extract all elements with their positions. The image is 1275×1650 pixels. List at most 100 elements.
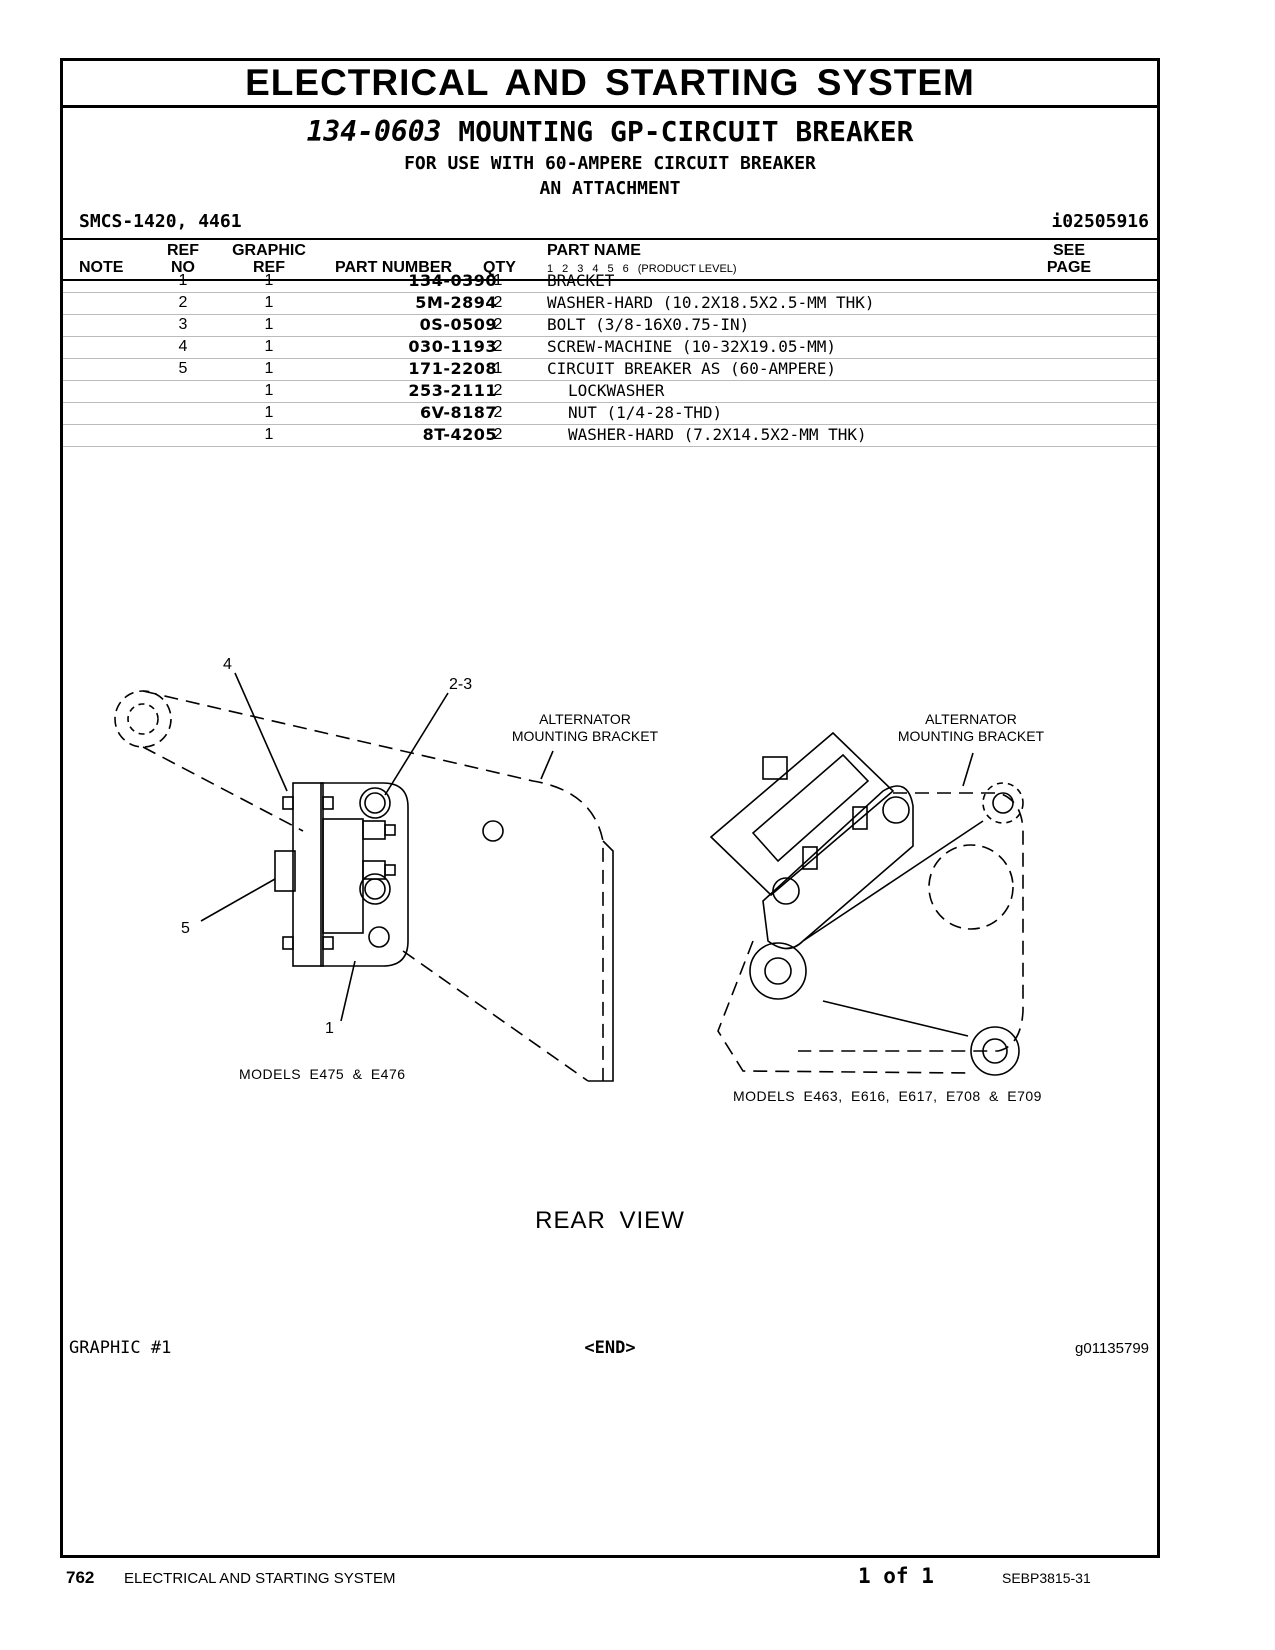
screw-head-1 bbox=[282, 796, 294, 810]
col-graphic-2: REF bbox=[253, 259, 285, 276]
row-graphic-ref: 1 bbox=[264, 294, 274, 311]
row-ref: 4 bbox=[178, 338, 188, 355]
row-part-name: WASHER-HARD (10.2X18.5X2.5-MM THK) bbox=[547, 293, 875, 312]
right-mounting-plate bbox=[762, 785, 914, 950]
breaker-body bbox=[322, 818, 364, 934]
row-qty: 1 bbox=[493, 272, 503, 289]
table-row: 1 6V-8187 2 NUT (1/4-28-THD) bbox=[63, 402, 1157, 425]
footer-doc-number: SEBP3815-31 bbox=[1002, 1570, 1091, 1586]
right-breaker-flange bbox=[709, 731, 895, 897]
right-breaker-body bbox=[751, 753, 870, 863]
row-qty: 2 bbox=[493, 426, 503, 443]
leader-4 bbox=[234, 672, 288, 792]
info-id: i02505916 bbox=[1051, 211, 1149, 232]
bolt-lower bbox=[359, 873, 391, 905]
row-part-number: 0S-0509 bbox=[419, 315, 497, 334]
label-right-bracket-line2: MOUNTING BRACKET bbox=[898, 728, 1045, 744]
product-level-1: 1 bbox=[547, 263, 554, 275]
breaker-terminal bbox=[274, 850, 296, 892]
screw-nut-2 bbox=[322, 936, 334, 950]
bracket-hole bbox=[482, 820, 504, 842]
table-row: 4 1 030-1193 2 SCREW-MACHINE (10-32X19.0… bbox=[63, 336, 1157, 359]
callout-5: 5 bbox=[181, 920, 190, 937]
leader-right-bracket bbox=[962, 752, 974, 787]
right-stud-1 bbox=[802, 846, 818, 870]
row-ref: 3 bbox=[178, 316, 188, 333]
row-qty: 2 bbox=[493, 338, 503, 355]
row-part-number: 8T-4205 bbox=[422, 425, 497, 444]
leader-left-bracket bbox=[540, 750, 554, 780]
table-row: 1 8T-4205 2 WASHER-HARD (7.2X14.5X2-MM T… bbox=[63, 424, 1157, 447]
right-bolt-upper bbox=[882, 796, 910, 824]
bolt-upper-head bbox=[364, 792, 386, 814]
caption-left-models: MODELS E475 & E476 bbox=[239, 1066, 406, 1082]
leader-1 bbox=[340, 960, 356, 1022]
row-graphic-ref: 1 bbox=[264, 272, 274, 289]
row-part-name: BRACKET bbox=[547, 271, 615, 290]
footer-section: ELECTRICAL AND STARTING SYSTEM bbox=[124, 1570, 396, 1587]
bracket-upper-edge bbox=[142, 690, 604, 1081]
label-left-bracket-line2: MOUNTING BRACKET bbox=[512, 728, 659, 744]
row-part-name: CIRCUIT BREAKER AS (60-AMPERE) bbox=[547, 359, 836, 378]
row-graphic-ref: 1 bbox=[264, 316, 274, 333]
bracket-side-edge bbox=[588, 840, 614, 1082]
callout-4: 4 bbox=[223, 656, 232, 673]
row-part-number: 6V-8187 bbox=[419, 403, 497, 422]
table-header-rule bbox=[63, 279, 1157, 281]
row-part-name: BOLT (3/8-16X0.75-IN) bbox=[547, 315, 750, 334]
product-level-4: 4 bbox=[592, 263, 599, 275]
end-marker: <END> bbox=[584, 1338, 636, 1358]
right-bracket-lightening-hole bbox=[928, 844, 1014, 930]
page-frame: ELECTRICAL AND STARTING SYSTEM 134-0603 … bbox=[60, 58, 1160, 1558]
col-see-1: SEE bbox=[1052, 242, 1085, 259]
table-row: 1 253-2111 2 LOCKWASHER bbox=[63, 380, 1157, 403]
right-breaker-terminal bbox=[762, 756, 788, 780]
row-ref: 2 bbox=[178, 294, 188, 311]
row-graphic-ref: 1 bbox=[264, 382, 274, 399]
bolt-lower-head bbox=[364, 878, 386, 900]
callout-2-3: 2-3 bbox=[449, 676, 472, 693]
bracket-eye-hole bbox=[127, 703, 159, 735]
smcs-code: SMCS-1420, 4461 bbox=[79, 211, 242, 232]
product-level-5: 5 bbox=[607, 263, 614, 275]
col-qty: QTY bbox=[483, 259, 516, 276]
leader-2-3 bbox=[384, 692, 449, 796]
footer-page-of: 1 of 1 bbox=[858, 1564, 934, 1588]
right-bracket-arm-lower bbox=[822, 1000, 969, 1037]
right-bracket-eye-bottom bbox=[970, 1026, 1020, 1076]
screw-head-2 bbox=[282, 936, 294, 950]
bracket-eye-outline bbox=[114, 690, 172, 748]
label-right-bracket-line1: ALTERNATOR bbox=[925, 711, 1017, 727]
row-qty: 2 bbox=[493, 316, 503, 333]
graphic-label: GRAPHIC #1 bbox=[69, 1338, 172, 1358]
subtitle-usage: FOR USE WITH 60-AMPERE CIRCUIT BREAKER bbox=[404, 153, 816, 174]
right-view-drawing bbox=[709, 731, 1024, 1076]
row-part-name: LOCKWASHER bbox=[568, 381, 665, 400]
footer-page-number: 762 bbox=[66, 1568, 95, 1587]
graphic-id: g01135799 bbox=[1075, 1340, 1149, 1357]
col-part-number: PART NUMBER bbox=[335, 259, 453, 276]
col-ref-1: REF bbox=[167, 242, 199, 259]
stud-nut-1 bbox=[362, 820, 386, 840]
right-bracket-hole-left bbox=[764, 957, 792, 985]
col-ref-2: NO bbox=[171, 259, 195, 276]
row-part-name: WASHER-HARD (7.2X14.5X2-MM THK) bbox=[568, 425, 867, 444]
row-part-number: 030-1193 bbox=[408, 337, 497, 356]
mounting-bracket-plate bbox=[320, 782, 409, 967]
group-number: 134-0603 bbox=[306, 115, 442, 148]
parts-illustration: 4 2-3 5 1 ALTERNATOR MOUNTING BRACKET AL… bbox=[114, 656, 1045, 1104]
row-qty: 2 bbox=[493, 404, 503, 421]
screw-nut-1 bbox=[322, 796, 334, 810]
group-name: MOUNTING GP-CIRCUIT BREAKER bbox=[458, 115, 914, 148]
leader-5 bbox=[200, 878, 276, 922]
stud-end-2 bbox=[384, 864, 396, 876]
stud-end-1 bbox=[384, 824, 396, 836]
row-ref: 1 bbox=[178, 272, 188, 289]
bolt-upper bbox=[359, 787, 391, 819]
right-bracket-lower-edge bbox=[717, 940, 969, 1074]
right-bracket-hole-bottom bbox=[982, 1038, 1008, 1064]
label-left-bracket-line1: ALTERNATOR bbox=[539, 711, 631, 727]
breaker-flange bbox=[292, 782, 324, 967]
col-graphic-1: GRAPHIC bbox=[232, 242, 306, 259]
right-bracket-eye-left bbox=[749, 942, 807, 1000]
